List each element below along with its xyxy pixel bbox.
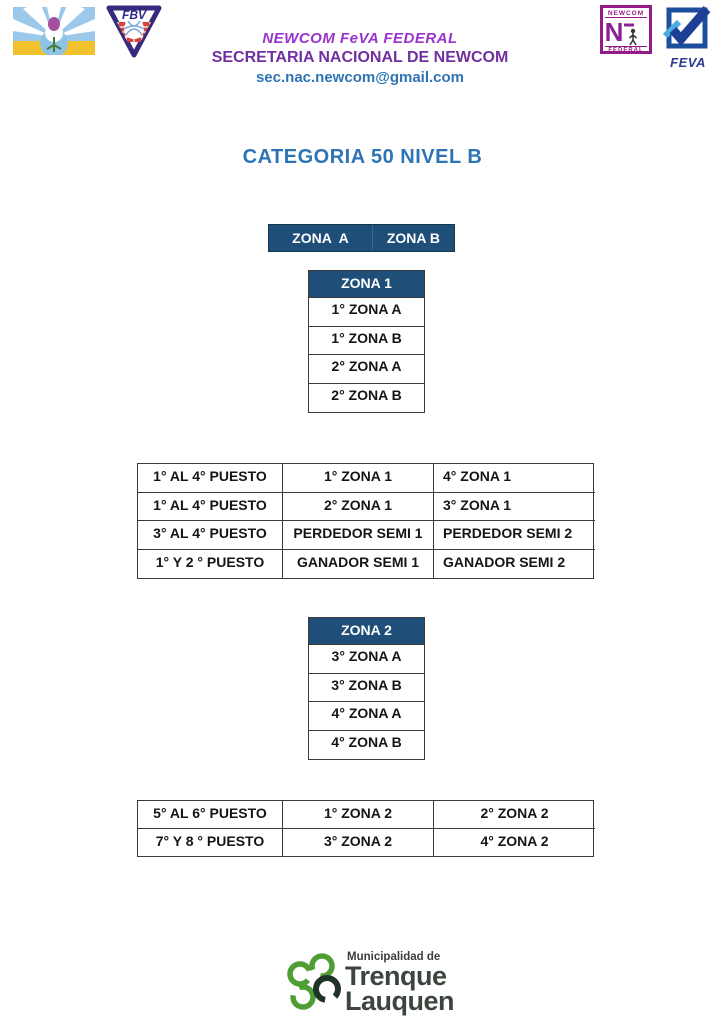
table-cell: 1° Y 2 ° PUESTO <box>138 549 283 578</box>
newcom-logo-top-text: NEWCOM <box>608 10 644 17</box>
fbv-logo-text: FBV <box>122 8 147 22</box>
table-row: 4° ZONA B <box>309 730 424 759</box>
trenque-lauquen-rings-icon <box>287 953 341 1010</box>
feva-logo-icon: FEVA <box>662 6 711 70</box>
table-cell: 1° ZONA 1 <box>283 464 434 493</box>
table-cell: 1° AL 4° PUESTO <box>138 492 283 521</box>
table-cell: 1° AL 4° PUESTO <box>138 464 283 493</box>
table-cell: 4° ZONA 2 <box>480 832 549 849</box>
table-cell: 7° Y 8 ° PUESTO <box>138 828 283 856</box>
municipality-label: Municipalidad de <box>347 951 441 963</box>
newcom-logo-bottom-text: FEDERAL <box>608 48 643 54</box>
newcom-federal-logo-icon: NEWCOM N FEDERAL <box>600 5 652 54</box>
playoff-table-zona1: 1° AL 4° PUESTO 1° ZONA 1 4° ZONA 1 1° A… <box>137 463 595 579</box>
newcom-feva-federal-line: NEWCOM FeVA FEDERAL <box>262 30 458 47</box>
header-text-block: NEWCOM FeVA FEDERAL SECRETARIA NACIONAL … <box>155 30 565 86</box>
table-row: 2° ZONA B <box>309 383 424 412</box>
table-row: 1° ZONA B <box>309 326 424 355</box>
table-cell: 3° AL 4° PUESTO <box>138 521 283 550</box>
zona1-table-header: ZONA 1 <box>309 271 424 298</box>
municipality-logo-text: Municipalidad de Trenque Lauquen <box>345 951 455 1016</box>
table-cell: PERDEDOR SEMI 1 <box>283 521 434 550</box>
table-cell: GANADOR SEMI 2 <box>443 553 566 570</box>
page-title: CATEGORIA 50 NIVEL B <box>242 146 483 168</box>
table-cell: PERDEDOR SEMI 2 <box>434 521 595 550</box>
secretaria-line: SECRETARIA NACIONAL DE NEWCOM <box>211 49 509 66</box>
table-cell: 5° AL 6° PUESTO <box>138 801 283 829</box>
zona2-table: ZONA 2 3° ZONA A 3° ZONA B 4° ZONA A 4° … <box>308 617 425 760</box>
trenque-lauquen-flag-icon <box>13 7 95 55</box>
table-cell: GANADOR SEMI 1 <box>283 549 434 578</box>
zona2-table-header: ZONA 2 <box>309 618 424 645</box>
table-row: 1° ZONA A <box>309 298 424 327</box>
email-text: sec.nac.newcom@gmail.com <box>255 69 465 86</box>
zona1-table: ZONA 1 1° ZONA A 1° ZONA B 2° ZONA A 2° … <box>308 270 425 413</box>
table-row: 2° ZONA A <box>309 355 424 384</box>
table-row: 3° ZONA B <box>309 673 424 702</box>
table-cell: 3° ZONA 2 <box>283 828 434 856</box>
playoff-table-zona2: 5° AL 6° PUESTO 1° ZONA 2 2° ZONA 2 7° Y… <box>137 800 595 857</box>
table-cell: 3° ZONA 1 <box>434 493 595 521</box>
table-cell: 4° ZONA 1 <box>434 464 595 493</box>
feva-logo-text: FEVA <box>670 55 706 70</box>
table-row: 3° ZONA A <box>309 645 424 674</box>
table-cell: 2° ZONA 2 <box>434 801 595 829</box>
table-cell: 1° ZONA 2 <box>283 801 434 829</box>
table-row: 4° ZONA A <box>309 702 424 731</box>
zona-b-header-cell: ZONA B <box>371 225 454 251</box>
fbv-logo-icon: FBV <box>106 5 162 58</box>
newcom-logo-letter: N <box>605 17 624 47</box>
table-cell: 2° ZONA 1 <box>283 492 434 521</box>
city-name-line1: Trenque <box>345 961 447 991</box>
zona-a-header-cell: ZONA A <box>292 230 349 246</box>
city-name-line2: Lauquen <box>345 986 455 1016</box>
zona-ab-header-bar: ZONA A ZONA B <box>268 224 455 252</box>
